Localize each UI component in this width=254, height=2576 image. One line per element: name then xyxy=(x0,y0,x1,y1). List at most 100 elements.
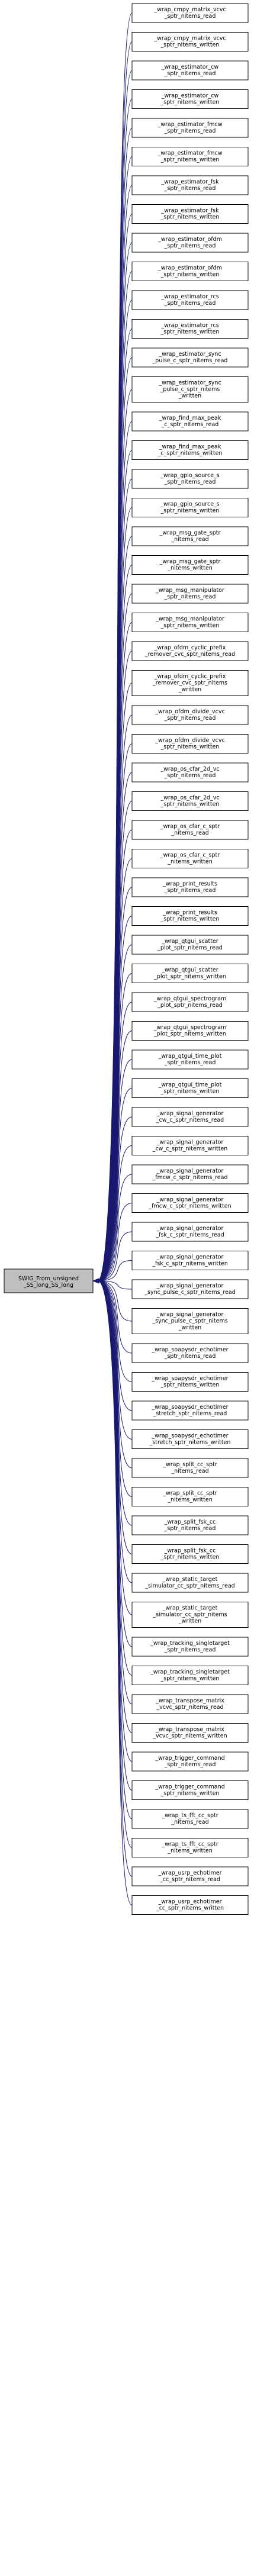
target-node[interactable]: _wrap_qtgui_spectrogram_plot_sptr_nitems… xyxy=(131,992,249,1012)
target-node-box xyxy=(131,705,249,725)
target-node-label-line: _sptr_nitems_written xyxy=(160,1382,220,1389)
target-node[interactable]: _wrap_usrp_echotimer_cc_sptr_nitems_writ… xyxy=(131,1895,249,1915)
target-node[interactable]: _wrap_split_cc_sptr_nitems_read xyxy=(131,1458,249,1478)
target-node-box xyxy=(131,613,249,632)
target-node-box xyxy=(131,964,249,983)
target-node-box xyxy=(131,906,249,926)
target-node[interactable]: _wrap_cmpy_matrix_vcvc_sptr_nitems_read xyxy=(131,3,249,23)
target-node[interactable]: _wrap_qtgui_time_plot_sptr_nitems_writte… xyxy=(131,1078,249,1098)
target-node[interactable]: _wrap_msg_gate_sptr_nitems_written xyxy=(131,555,249,575)
target-node-label-line: _sptr_nitems_written xyxy=(160,99,220,106)
target-node[interactable]: _wrap_transpose_matrix_vcvc_sptr_nitems_… xyxy=(131,1694,249,1714)
target-node[interactable]: _wrap_ofdm_cyclic_prefix_remover_cvc_spt… xyxy=(131,670,249,696)
edge-line xyxy=(97,1280,133,1583)
target-node-box xyxy=(131,992,249,1012)
target-node[interactable]: _wrap_trigger_command_sptr_nitems_writte… xyxy=(131,1780,249,1800)
target-node-label-line: _fmcw_c_sptr_nitems_written xyxy=(148,1203,231,1210)
target-node[interactable]: _wrap_ts_fft_cc_sptr_nitems_written xyxy=(131,1838,249,1857)
target-node[interactable]: _wrap_soapysdr_echotimer_stretch_sptr_ni… xyxy=(131,1429,249,1449)
target-node-label-line: _wrap_qtgui_spectrogram xyxy=(153,996,227,1002)
target-node[interactable]: _wrap_transpose_matrix_vcvc_sptr_nitems_… xyxy=(131,1723,249,1743)
target-node[interactable]: _wrap_split_cc_sptr_nitems_written xyxy=(131,1487,249,1506)
target-node[interactable]: _wrap_split_fsk_cc_sptr_nitems_written xyxy=(131,1544,249,1564)
target-node[interactable]: _wrap_ofdm_cyclic_prefix_remover_cvc_spt… xyxy=(131,641,249,661)
target-node[interactable]: _wrap_qtgui_scatter_plot_sptr_nitems_rea… xyxy=(131,935,249,955)
target-node[interactable]: _wrap_os_cfar_2d_vc_sptr_nitems_read xyxy=(131,762,249,783)
target-node[interactable]: _wrap_signal_generator_fsk_c_sptr_nitems… xyxy=(131,1251,249,1270)
target-node[interactable]: _wrap_msg_manipulator_sptr_nitems_read xyxy=(131,584,249,604)
target-node-label-line: _nitems_read xyxy=(171,536,208,543)
target-node[interactable]: _wrap_print_results_sptr_nitems_read xyxy=(131,877,249,897)
target-node[interactable]: _wrap_estimator_ofdm_sptr_nitems_read xyxy=(131,233,249,253)
target-node[interactable]: _wrap_estimator_rcs_sptr_nitems_written xyxy=(131,319,249,339)
target-node[interactable]: _wrap_static_target_simulator_cc_sptr_ni… xyxy=(131,1602,249,1628)
target-node-box xyxy=(131,32,249,51)
target-node[interactable]: _wrap_estimator_cw_sptr_nitems_written xyxy=(131,89,249,109)
target-node-label-line: _wrap_msg_gate_sptr xyxy=(159,530,221,536)
target-node[interactable]: _wrap_ofdm_divide_vcvc_sptr_nitems_writt… xyxy=(131,734,249,754)
target-node-label-line: _wrap_usrp_echotimer xyxy=(158,1899,222,1905)
target-node[interactable]: _wrap_signal_generator_sync_pulse_c_sptr… xyxy=(131,1308,249,1334)
target-node[interactable]: _wrap_cmpy_matrix_vcvc_sptr_nitems_writt… xyxy=(131,32,249,51)
target-node[interactable]: _wrap_msg_manipulator_sptr_nitems_writte… xyxy=(131,613,249,632)
target-node[interactable]: _wrap_estimator_fmcw_sptr_nitems_read xyxy=(131,118,249,138)
target-node-label-line: _sptr_nitems_read xyxy=(164,185,216,192)
target-node[interactable]: _wrap_estimator_sync_pulse_c_sptr_nitems… xyxy=(131,376,249,402)
target-node[interactable]: _wrap_msg_gate_sptr_nitems_read xyxy=(131,526,249,546)
target-node-label-line: _nitems_read xyxy=(171,1819,208,1825)
target-node[interactable]: _wrap_signal_generator_fsk_c_sptr_nitems… xyxy=(131,1222,249,1242)
source-node[interactable]: SWIG_From_unsigned_SS_long_SS_long xyxy=(4,1268,94,1293)
target-node[interactable]: _wrap_ofdm_divide_vcvc_sptr_nitems_read xyxy=(131,705,249,725)
target-node[interactable]: _wrap_signal_generator_cw_c_sptr_nitems_… xyxy=(131,1107,249,1127)
target-node-box xyxy=(131,233,249,253)
target-node[interactable]: _wrap_os_cfar_c_sptr_nitems_written xyxy=(131,849,249,868)
target-node[interactable]: _wrap_estimator_ofdm_sptr_nitems_written xyxy=(131,262,249,281)
target-node[interactable]: _wrap_tracking_singletarget_sptr_nitems_… xyxy=(131,1666,249,1685)
target-node[interactable]: _wrap_signal_generator_fmcw_c_sptr_nitem… xyxy=(131,1193,249,1213)
target-node[interactable]: _wrap_estimator_sync_pulse_c_sptr_nitems… xyxy=(131,347,249,368)
target-node[interactable]: _wrap_signal_generator_cw_c_sptr_nitems_… xyxy=(131,1136,249,1155)
edge-line xyxy=(97,1280,133,1290)
target-node-label-line: _plot_sptr_nitems_written xyxy=(153,1031,226,1038)
target-node[interactable]: _wrap_soapysdr_echotimer_sptr_nitems_wri… xyxy=(131,1372,249,1392)
target-node[interactable]: _wrap_soapysdr_echotimer_sptr_nitems_rea… xyxy=(131,1343,249,1363)
target-node-label-line: _fsk_c_sptr_nitems_read xyxy=(155,1232,224,1238)
target-node[interactable]: _wrap_os_cfar_c_sptr_nitems_read xyxy=(131,820,249,840)
target-node[interactable]: _wrap_ts_fft_cc_sptr_nitems_read xyxy=(131,1809,249,1829)
target-node[interactable]: _wrap_estimator_rcs_sptr_nitems_read xyxy=(131,290,249,310)
target-node[interactable]: _wrap_find_max_peak_c_sptr_nitems_read xyxy=(131,411,249,432)
target-node[interactable]: _wrap_split_fsk_cc_sptr_nitems_read xyxy=(131,1515,249,1535)
target-node[interactable]: _wrap_estimator_cw_sptr_nitems_read xyxy=(131,60,249,80)
target-node[interactable]: _wrap_estimator_fmcw_sptr_nitems_written xyxy=(131,147,249,166)
target-node[interactable]: _wrap_estimator_fsk_sptr_nitems_read xyxy=(131,175,249,195)
target-node-box xyxy=(131,89,249,109)
edge-line xyxy=(97,1145,133,1281)
target-node[interactable]: _wrap_usrp_echotimer_cc_sptr_nitems_read xyxy=(131,1866,249,1886)
target-node[interactable]: _wrap_signal_generator_sync_pulse_c_sptr… xyxy=(131,1279,249,1299)
target-node[interactable]: _wrap_trigger_command_sptr_nitems_read xyxy=(131,1751,249,1772)
target-node[interactable]: _wrap_soapysdr_echotimer_stretch_sptr_ni… xyxy=(131,1400,249,1421)
target-node-box xyxy=(131,469,249,489)
target-node[interactable]: _wrap_qtgui_scatter_plot_sptr_nitems_wri… xyxy=(131,964,249,983)
target-node[interactable]: _wrap_find_max_peak_c_sptr_nitems_writte… xyxy=(131,440,249,460)
target-node[interactable]: _wrap_qtgui_spectrogram_plot_sptr_nitems… xyxy=(131,1021,249,1041)
target-node[interactable]: _wrap_gpio_source_s_sptr_nitems_read xyxy=(131,469,249,489)
target-node[interactable]: _wrap_tracking_singletarget_sptr_nitems_… xyxy=(131,1637,249,1657)
target-node[interactable]: _wrap_estimator_fsk_sptr_nitems_written xyxy=(131,204,249,224)
target-node-box xyxy=(131,411,249,432)
target-node[interactable]: _wrap_signal_generator_fmcw_c_sptr_nitem… xyxy=(131,1164,249,1184)
target-node[interactable]: _wrap_static_target_simulator_cc_sptr_ni… xyxy=(131,1573,249,1593)
target-node-label-line: _wrap_msg_manipulator xyxy=(155,587,224,594)
target-node[interactable]: _wrap_gpio_source_s_sptr_nitems_written xyxy=(131,498,249,517)
target-node-label-line: _sptr_nitems_written xyxy=(160,1791,220,1797)
target-node[interactable]: _wrap_qtgui_time_plot_sptr_nitems_read xyxy=(131,1049,249,1070)
target-node[interactable]: _wrap_os_cfar_2d_vc_sptr_nitems_written xyxy=(131,791,249,811)
edge-line xyxy=(97,1231,133,1281)
target-node[interactable]: _wrap_print_results_sptr_nitems_written xyxy=(131,906,249,926)
target-node-box xyxy=(131,935,249,955)
target-node-box xyxy=(131,1809,249,1829)
target-node-label-line: _fsk_c_sptr_nitems_written xyxy=(152,1261,227,1267)
target-node-box xyxy=(131,1222,249,1242)
target-node-label-line: _wrap_signal_generator xyxy=(156,1254,224,1261)
target-node-label-line: _sptr_nitems_read xyxy=(164,594,216,600)
